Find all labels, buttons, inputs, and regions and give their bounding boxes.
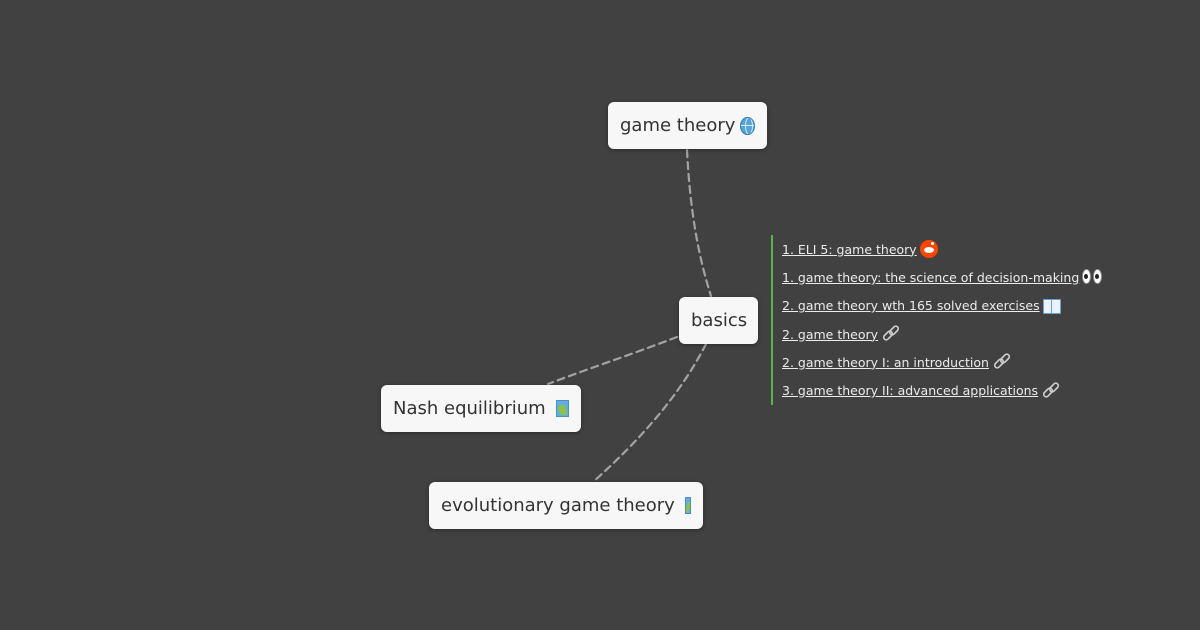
eyes-icon — [1082, 269, 1103, 285]
edge-basics-nash — [546, 335, 679, 386]
node-label: game theory — [620, 115, 736, 136]
globe-icon — [740, 116, 755, 135]
edge-basics-evolutionary — [591, 342, 708, 484]
note-text: 2. game theory — [782, 326, 879, 342]
note-text: 3. game theory II: advanced applications — [782, 383, 1039, 399]
note-link[interactable]: 2. game theory I: an introduction — [782, 348, 1103, 376]
note-link[interactable]: 3. game theory II: advanced applications — [782, 376, 1103, 404]
node-label: Nash equilibrium — [393, 398, 546, 419]
node-evolutionary-game-theory[interactable]: evolutionary game theory — [429, 482, 703, 529]
note-text: 1. ELI 5: game theory — [782, 241, 917, 257]
node-nash-equilibrium[interactable]: Nash equilibrium — [381, 385, 581, 432]
open-book-icon — [1042, 298, 1061, 314]
notes-panel: 1. ELI 5: game theory 1. game theory: th… — [771, 235, 1103, 405]
note-link[interactable]: 1. game theory: the science of decision-… — [782, 263, 1103, 291]
link-icon — [992, 352, 1012, 372]
link-icon — [1041, 381, 1061, 401]
link-icon — [881, 324, 901, 344]
map-icon — [684, 497, 691, 514]
node-game-theory[interactable]: game theory — [608, 102, 767, 149]
note-link[interactable]: 2. game theory wth 165 solved exercises — [782, 292, 1103, 320]
note-link[interactable]: 1. ELI 5: game theory — [782, 235, 1103, 263]
map-icon — [555, 400, 569, 417]
node-basics[interactable]: basics — [679, 297, 758, 344]
node-label: evolutionary game theory — [441, 495, 675, 516]
note-text: 2. game theory wth 165 solved exercises — [782, 298, 1040, 314]
edge-game-theory-basics — [685, 148, 713, 298]
note-text: 1. game theory: the science of decision-… — [782, 269, 1080, 285]
node-label: basics — [691, 310, 748, 331]
note-link[interactable]: 2. game theory — [782, 320, 1103, 348]
reddit-icon — [919, 240, 938, 259]
note-text: 2. game theory I: an introduction — [782, 354, 989, 370]
